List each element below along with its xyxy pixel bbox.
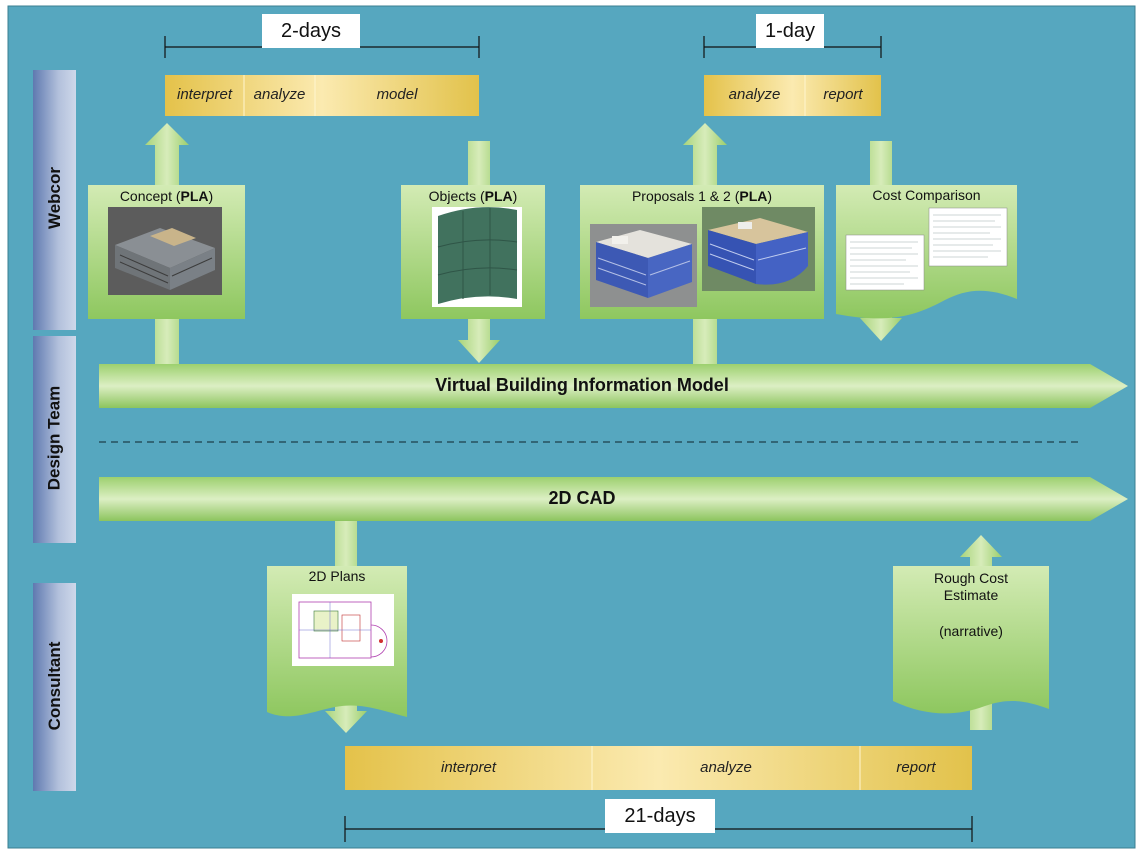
proposal-1-image	[590, 224, 697, 307]
lane-label-design-team: Design Team	[44, 385, 64, 491]
lane-tab-consultant	[33, 583, 76, 791]
lane-tab-webcor	[33, 70, 76, 330]
lane-tab-design-team	[33, 336, 76, 543]
band-label-cad: 2D CAD	[548, 488, 616, 508]
step-interpret: interpret	[176, 86, 233, 103]
concept-building-image	[108, 207, 222, 295]
box-title-concept: Concept (PLA)	[119, 188, 214, 204]
band-bim	[99, 364, 1128, 408]
proposal-2-image	[702, 207, 815, 291]
step-analyze: analyze	[728, 86, 781, 103]
duration-1-day: 1-day	[756, 14, 824, 48]
step-model: model	[376, 86, 418, 103]
box-title-plans: 2D Plans	[308, 568, 366, 584]
step-analyze: analyze	[253, 86, 306, 103]
cost-spreadsheet-image	[845, 207, 1008, 291]
lane-label-webcor: Webcor	[45, 166, 64, 230]
box-title-rough-cost-2: Estimate	[943, 587, 999, 603]
step-report: report	[896, 759, 936, 776]
diagram-background	[7, 5, 1136, 849]
consultant-steps-bar	[345, 746, 972, 790]
band-label-bim: Virtual Building Information Model	[435, 375, 729, 395]
box-rough-cost	[893, 566, 1049, 714]
webcor-steps-left-bar	[165, 75, 479, 116]
box-title-proposals: Proposals 1 & 2 (PLA)	[631, 188, 773, 204]
step-report: report	[823, 86, 863, 103]
floor-plan-image	[292, 594, 394, 666]
duration-21-days: 21-days	[605, 799, 715, 833]
box-title-cost-comparison: Cost Comparison	[872, 187, 981, 203]
band-cad	[99, 477, 1128, 521]
webcor-steps-right-bar	[704, 75, 881, 116]
step-analyze: analyze	[700, 759, 752, 776]
duration-2-days: 2-days	[262, 14, 360, 48]
lane-label-consultant: Consultant	[45, 641, 64, 731]
step-interpret: interpret	[440, 759, 497, 776]
box-title-objects: Objects (PLA)	[428, 188, 518, 204]
objects-panel-image	[432, 207, 522, 307]
box-title-rough-cost-1: Rough Cost	[934, 570, 1008, 586]
box-note-narrative: (narrative)	[939, 623, 1003, 639]
